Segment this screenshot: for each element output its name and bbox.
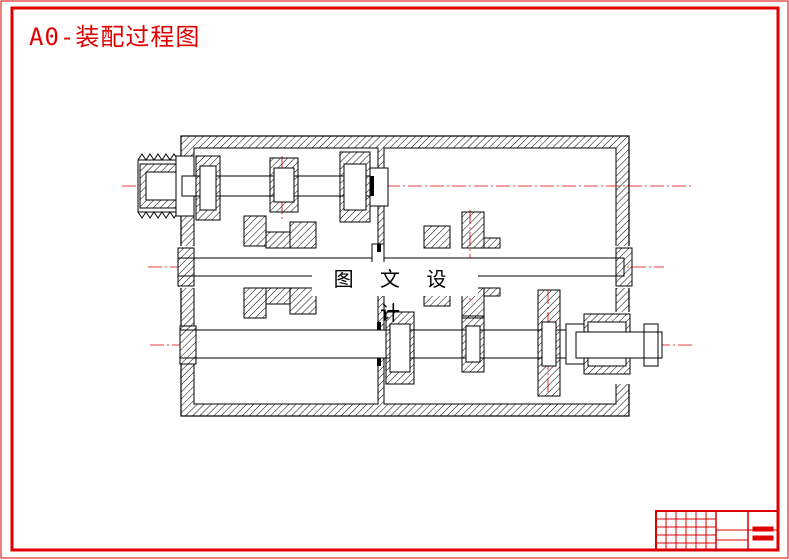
watermark-text: 图 文 设 计	[312, 262, 478, 325]
title-block	[655, 510, 779, 551]
output-shaft	[179, 289, 663, 397]
inner-border	[10, 6, 780, 552]
drawing-title: A0-装配过程图	[29, 23, 201, 51]
input-pulley	[137, 153, 195, 219]
input-shaft	[181, 151, 389, 223]
